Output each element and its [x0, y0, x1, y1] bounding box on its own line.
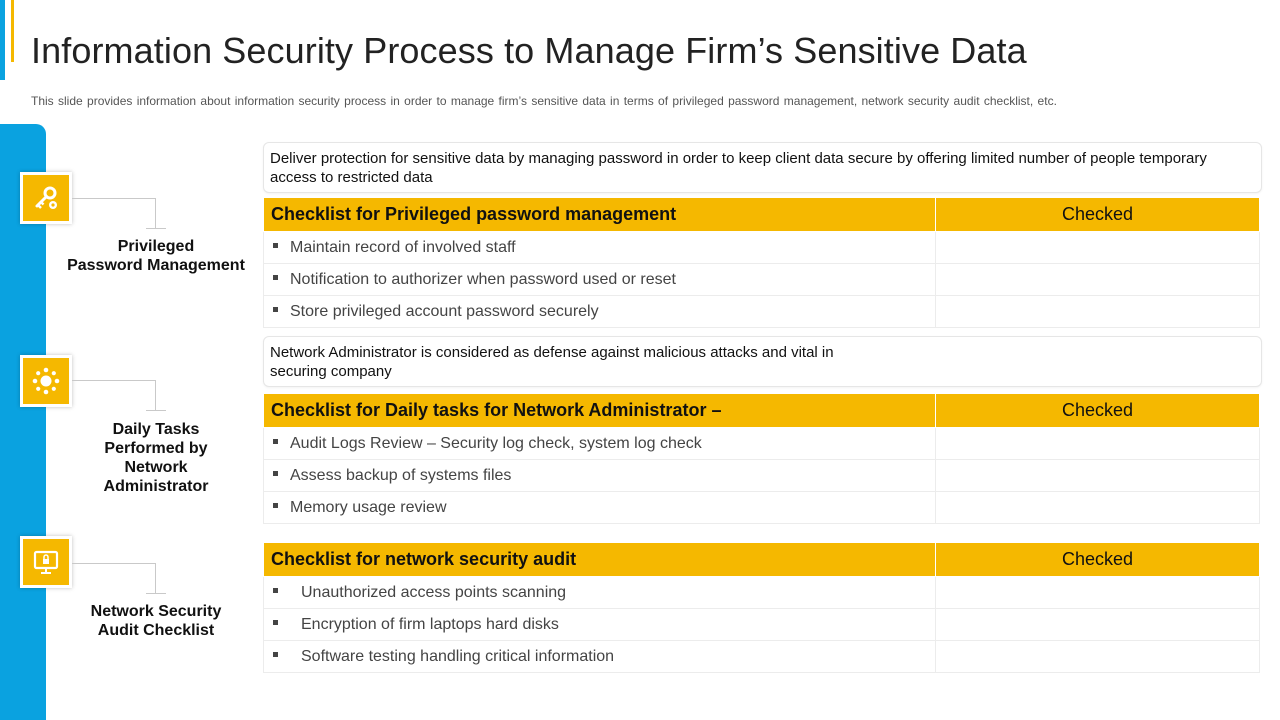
icon-tile-daily-tasks	[20, 355, 72, 407]
checked-cell[interactable]	[935, 427, 1260, 460]
header-accent-yellow	[11, 0, 14, 62]
checked-cell[interactable]	[935, 491, 1260, 524]
bullet	[273, 502, 278, 508]
checked-cell[interactable]	[935, 576, 1260, 609]
checklist-item: Encryption of firm laptops hard disks	[301, 615, 559, 633]
checked-header: Checked	[935, 197, 1260, 232]
table-row: Unauthorized access points scanning	[263, 576, 1260, 609]
connector-line	[155, 563, 156, 593]
bullet	[273, 306, 278, 312]
checked-cell[interactable]	[935, 608, 1260, 641]
description-box: Network Administrator is considered as d…	[263, 336, 1262, 387]
checked-header: Checked	[935, 542, 1260, 577]
checked-cell[interactable]	[935, 295, 1260, 328]
checklist-title: Checklist for Privileged password manage…	[263, 197, 936, 232]
checked-cell[interactable]	[935, 263, 1260, 296]
checked-cell[interactable]	[935, 640, 1260, 673]
bullet	[273, 274, 278, 280]
section-label-privileged: Privileged Password Management	[67, 238, 245, 274]
checklist-item: Store privileged account password secure…	[290, 302, 599, 320]
checklist-table-audit: Checklist for network security audit Che…	[263, 542, 1260, 673]
description-box: Deliver protection for sensitive data by…	[263, 142, 1262, 193]
icon-tile-audit	[20, 536, 72, 588]
checked-cell[interactable]	[935, 459, 1260, 492]
bullet	[273, 619, 278, 625]
header-accent-blue	[0, 0, 5, 80]
secure-monitor-icon	[33, 550, 59, 574]
checked-header: Checked	[935, 393, 1260, 428]
table-row: Maintain record of involved staff	[263, 231, 1260, 264]
connector-line	[146, 228, 166, 229]
table-row: Notification to authorizer when password…	[263, 263, 1260, 296]
checked-cell[interactable]	[935, 231, 1260, 264]
connector-line	[155, 198, 156, 228]
connector-line	[155, 380, 156, 410]
bullet	[273, 651, 278, 657]
checklist-table-daily-tasks: Checklist for Daily tasks for Network Ad…	[263, 393, 1260, 524]
connector-line	[72, 380, 156, 381]
table-row: Memory usage review	[263, 491, 1260, 524]
connector-line	[146, 410, 166, 411]
checklist-item: Software testing handling critical infor…	[301, 647, 615, 665]
key-gear-icon	[35, 186, 57, 209]
table-row: Audit Logs Review – Security log check, …	[263, 427, 1260, 460]
checklist-item: Maintain record of involved staff	[290, 238, 516, 256]
connector-line	[72, 563, 156, 564]
checklist-item: Audit Logs Review – Security log check, …	[290, 434, 702, 452]
page-subtitle: This slide provides information about in…	[31, 94, 1057, 108]
bullet	[273, 470, 278, 476]
bullet	[273, 438, 278, 444]
network-hub-icon	[32, 367, 60, 395]
table-row: Encryption of firm laptops hard disks	[263, 608, 1260, 641]
checklist-table-privileged: Checklist for Privileged password manage…	[263, 197, 1260, 328]
connector-line	[72, 198, 156, 199]
bullet	[273, 587, 278, 593]
bullet	[273, 242, 278, 248]
checklist-item: Notification to authorizer when password…	[290, 270, 676, 288]
table-row: Store privileged account password secure…	[263, 295, 1260, 328]
checklist-title: Checklist for network security audit	[263, 542, 936, 577]
table-row: Software testing handling critical infor…	[263, 640, 1260, 673]
checklist-item: Assess backup of systems files	[290, 466, 512, 484]
page-title: Information Security Process to Manage F…	[31, 30, 1027, 71]
section-label-daily-tasks: Daily Tasks Performed by Network Adminis…	[103, 421, 209, 495]
section-label-audit: Network Security Audit Checklist	[90, 603, 222, 639]
connector-line	[146, 593, 166, 594]
icon-tile-privileged	[20, 172, 72, 224]
checklist-item: Memory usage review	[290, 498, 447, 516]
checklist-item: Unauthorized access points scanning	[301, 583, 567, 601]
table-row: Assess backup of systems files	[263, 459, 1260, 492]
checklist-title: Checklist for Daily tasks for Network Ad…	[263, 393, 936, 428]
